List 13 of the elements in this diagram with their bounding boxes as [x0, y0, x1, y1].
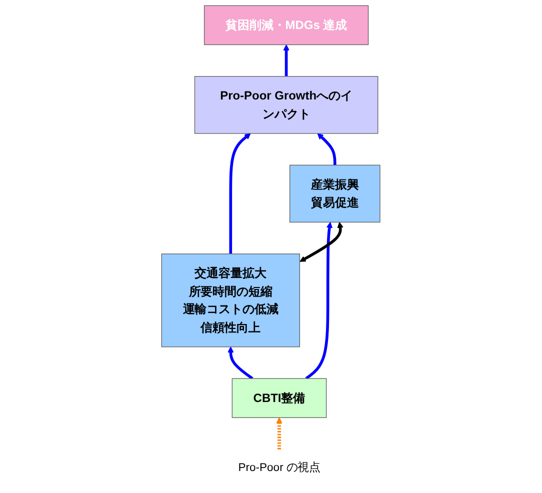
arrow [305, 222, 333, 380]
arrow [283, 44, 290, 76]
node-box: 産業振興 貿易促進 [290, 164, 381, 223]
node-box: 貧困削減・MDGs 達成 [204, 5, 369, 46]
arrow [317, 133, 336, 166]
arrow [276, 417, 283, 450]
node-box: Pro-Poor Growthへのインパクト [194, 76, 378, 134]
node-text: Pro-Poor の視点 [238, 462, 320, 474]
arrow [228, 346, 254, 380]
node-box: CBTI整備 [232, 378, 327, 418]
arrow [300, 222, 344, 262]
arrow [229, 133, 251, 254]
node-box: 交通容量拡大 所要時間の短縮 運輸コストの低減 信頼性向上 [161, 254, 300, 348]
